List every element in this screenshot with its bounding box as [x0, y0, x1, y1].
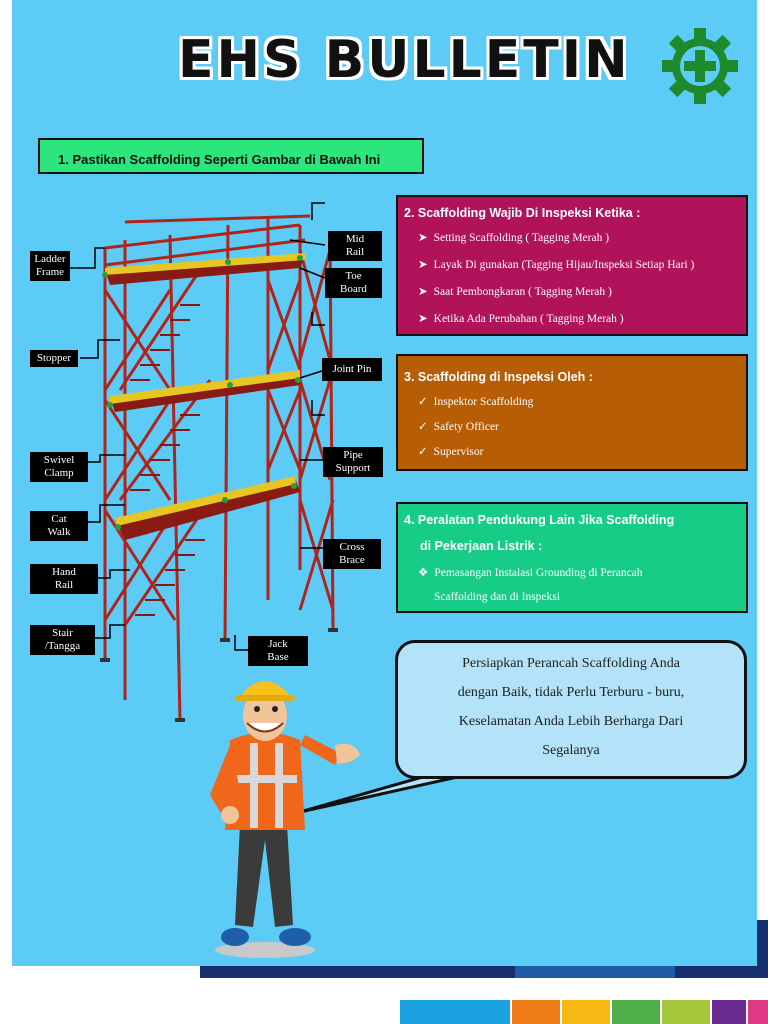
- section-4-panel: 4. Peralatan Pendukung Lain Jika Scaffol…: [396, 502, 748, 613]
- section-4-title: 4. Peralatan Pendukung Lain Jika Scaffol…: [404, 513, 675, 527]
- label-text: Base: [267, 651, 289, 663]
- label-cat-walk: Cat Walk: [30, 511, 88, 541]
- check-bullet-icon: ✓: [418, 396, 428, 408]
- bubble-text-line: Persiapkan Perancah Scaffolding Anda: [462, 656, 680, 671]
- list-item-text: Layak Di gunakan (Tagging Hijau/Inspeksi…: [433, 259, 695, 271]
- label-text: Walk: [47, 526, 71, 538]
- list-item: ❖ Pemasangan Instalasi Grounding di Peran…: [418, 565, 746, 579]
- list-item-text: Ketika Ada Perubahan ( Tagging Merah ): [433, 313, 624, 325]
- safety-worker-illustration: [210, 681, 360, 958]
- arrow-bullet-icon: ➤: [418, 259, 428, 271]
- label-hand-rail: Hand Rail: [30, 564, 98, 594]
- label-text: Rail: [345, 246, 365, 258]
- label-stopper: Stopper: [30, 350, 78, 367]
- label-text: Pipe: [343, 449, 363, 461]
- list-item: ➤ Ketika Ada Perubahan ( Tagging Merah ): [418, 311, 746, 325]
- section-1-heading: 1. Pastikan Scaffolding Seperti Gambar d…: [38, 138, 424, 174]
- label-text: Frame: [35, 266, 65, 278]
- diamond-bullet-icon: ❖: [418, 567, 429, 579]
- green-gear-cross-icon: [662, 28, 738, 104]
- label-swivel-clamp: Swivel Clamp: [30, 452, 88, 482]
- label-text: Clamp: [44, 467, 74, 479]
- label-pipe-support: Pipe Support: [323, 447, 383, 477]
- list-item: ➤ Setting Scaffolding ( Tagging Merah ): [418, 230, 746, 244]
- list-item: ✓ Supervisor: [418, 444, 746, 458]
- label-stair: Stair /Tangga: [30, 625, 95, 655]
- footer-color-segment: [712, 1000, 746, 1024]
- label-text: Cross: [339, 541, 365, 553]
- list-item-text: Safety Officer: [433, 421, 499, 433]
- section-3-title: 3. Scaffolding di Inspeksi Oleh :: [404, 370, 593, 384]
- label-text: Stopper: [36, 352, 72, 364]
- label-text: Toe: [345, 270, 362, 282]
- list-item-text: Saat Pembongkaran ( Tagging Merah ): [433, 286, 612, 298]
- label-text: Mid: [345, 233, 365, 245]
- list-item: ➤ Layak Di gunakan (Tagging Hijau/Inspeks…: [418, 257, 746, 271]
- footer-color-segment: [662, 1000, 710, 1024]
- arrow-bullet-icon: ➤: [418, 232, 428, 244]
- label-text: Joint Pin: [332, 363, 372, 375]
- section-4-title-line2: di Pekerjaan Listrik :: [420, 539, 543, 553]
- label-text: Stair: [52, 627, 73, 639]
- label-text: Ladder: [34, 253, 66, 265]
- label-text: Rail: [54, 579, 74, 591]
- label-text: Hand: [52, 566, 76, 578]
- label-text: Cat: [51, 513, 67, 525]
- list-item-text: Inspektor Scaffolding: [433, 396, 534, 408]
- arrow-bullet-icon: ➤: [418, 313, 428, 325]
- label-joint-pin: Joint Pin: [322, 358, 382, 381]
- section-2-panel: 2. Scaffolding Wajib Di Inspeksi Ketika …: [396, 195, 748, 336]
- section-2-title: 2. Scaffolding Wajib Di Inspeksi Ketika …: [404, 206, 641, 220]
- footer-color-segment: [512, 1000, 560, 1024]
- footer-color-segment: [748, 1000, 768, 1024]
- list-item: ✓ Safety Officer: [418, 419, 746, 433]
- label-ladder-frame: Ladder Frame: [30, 251, 70, 281]
- label-text: Support: [335, 462, 371, 474]
- list-item-continuation: Scaffolding dan di Inspeksi: [434, 591, 560, 603]
- page-title: EHS BULLETIN: [178, 30, 631, 90]
- label-text: Brace: [339, 554, 365, 566]
- section-3-panel: 3. Scaffolding di Inspeksi Oleh : ✓ Inspe…: [396, 354, 748, 471]
- label-cross-brace: Cross Brace: [323, 539, 381, 569]
- check-bullet-icon: ✓: [418, 421, 428, 433]
- list-item-text: Pemasangan Instalasi Grounding di Peranc…: [434, 567, 643, 579]
- label-text: Swivel: [43, 454, 75, 466]
- list-item-text: Setting Scaffolding ( Tagging Merah ): [433, 232, 610, 244]
- footer-color-segment: [400, 1000, 510, 1024]
- label-text: /Tangga: [44, 640, 81, 652]
- label-text: Board: [340, 283, 367, 295]
- list-item-text: Supervisor: [433, 446, 484, 458]
- label-toe-board: Toe Board: [325, 268, 382, 298]
- check-bullet-icon: ✓: [418, 446, 428, 458]
- footer-bar-accent: [515, 966, 675, 978]
- label-jack-base: Jack Base: [248, 636, 308, 666]
- label-mid-rail: Mid Rail: [328, 231, 382, 261]
- bubble-text-line: dengan Baik, tidak Perlu Terburu - buru,: [457, 685, 685, 700]
- bubble-text-line: Keselamatan Anda Lebih Berharga Dari: [458, 714, 684, 729]
- footer-side-bar: [757, 920, 768, 978]
- arrow-bullet-icon: ➤: [418, 286, 428, 298]
- bubble-text-line: Segalanya: [542, 743, 600, 758]
- label-text: Jack: [268, 638, 288, 650]
- list-item: ✓ Inspektor Scaffolding: [418, 394, 746, 408]
- footer-color-segment: [612, 1000, 660, 1024]
- footer-color-segment: [562, 1000, 610, 1024]
- speech-bubble: Persiapkan Perancah Scaffolding Anda den…: [395, 640, 747, 779]
- list-item: ➤ Saat Pembongkaran ( Tagging Merah ): [418, 284, 746, 298]
